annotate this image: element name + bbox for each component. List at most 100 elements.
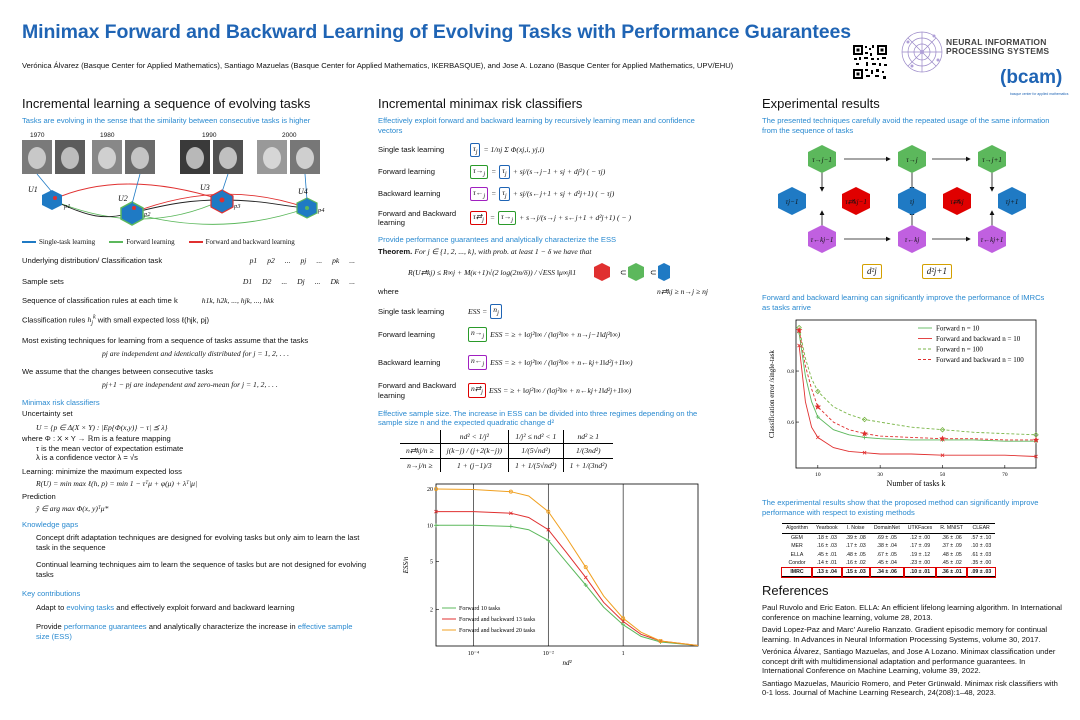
year-label: 1990	[202, 132, 217, 139]
node-label: τ←kj	[905, 236, 920, 244]
sample-item: Dk	[330, 276, 340, 286]
plot-frame	[435, 483, 699, 647]
node-label: τj+1	[1006, 198, 1019, 206]
rule-single-task: Single task learning τj= 1/nj Σ Φ(xj,i, …	[378, 142, 545, 158]
data-point	[546, 509, 551, 514]
ess-eq: ESS =	[468, 306, 488, 316]
dist-label: Underlying distribution/ Classification …	[22, 256, 163, 266]
table-header: I. Noise	[841, 523, 870, 534]
node-label: τ→j+1	[982, 156, 1002, 164]
data-point	[546, 527, 551, 532]
data-point	[583, 565, 588, 570]
series-line	[798, 330, 1036, 441]
theorem-label: Theorem.	[378, 246, 413, 256]
data-point	[814, 403, 822, 410]
update-rules: Single task learning τj= 1/nj Σ Φ(xj,i, …	[378, 139, 738, 231]
table-header: Algorithm	[782, 523, 812, 534]
sample-item: Dj	[297, 276, 305, 286]
data-point	[658, 639, 663, 644]
ess-rules: Single task learning ESS =nj Forward lea…	[378, 303, 738, 405]
x-axis-label: nd²	[562, 659, 572, 667]
dist-item: pk	[332, 256, 340, 266]
table-row: Condor.14 ± .01.16 ± .02.45 ± .04.23 ± .…	[788, 560, 992, 567]
x-tick-label: 10⁻⁴	[468, 651, 479, 657]
authors: Verónica Álvarez (Basque Center for Appl…	[22, 61, 734, 70]
regime-cell: 1/(5√nd²)	[508, 443, 564, 459]
data-point	[434, 487, 439, 492]
class-rules-row: Classification rules hjk with small expe…	[22, 313, 210, 327]
intro-text: Tasks are evolving in the sense that the…	[22, 116, 311, 126]
year-label: 1970	[30, 132, 45, 139]
rule-label: Forward learning	[378, 167, 435, 177]
reference-item: Santiago Mazuelas, Mauricio Romero, and …	[762, 678, 1058, 698]
node-label: τj	[910, 198, 915, 206]
data-point	[797, 343, 801, 348]
bcam-logo-text: bcam	[1006, 67, 1056, 88]
theorem-bound: R(U⇄kj) ≤ R∞j + M(κ+1)√(2 log(2m/δ)) / √…	[378, 260, 738, 286]
mrc-heading: Minimax risk classifiers	[22, 397, 100, 407]
table-header: R. MNIST	[936, 523, 968, 534]
diagram-legend: Single-task learning Forward learning Fo…	[22, 238, 367, 247]
rule-forward-backward: Forward and Backward learning τ⇄j=τ→j+ s…	[378, 208, 631, 228]
ess-eq: ESS = ≥ + ‖σj²‖∞ / (‖σj²‖∞ + n→j−1‖dj²‖∞…	[490, 329, 621, 339]
poster-title: Minimax Forward and Backward Learning of…	[22, 21, 851, 43]
legend-label: Forward 10 tasks	[459, 606, 501, 612]
data-point	[939, 427, 946, 433]
rule-eq: + sj/(s←j+1 + sj + d²j+1) ( − τj)	[512, 189, 615, 199]
results-table: Algorithm Yearbook I. Noise DomainNet UT…	[781, 523, 997, 578]
data-point	[862, 435, 867, 440]
chart-heading: Forward and backward learning can signif…	[762, 293, 1045, 312]
rule-forward: Forward learning τ→j=τj+ sj/(s→j−1 + sj …	[378, 164, 606, 180]
uncertainty-set-eq: U = {p ∈ Δ(X × Y) : |Ep{Φ(x,y)} − τ| ⪯ λ…	[36, 422, 168, 432]
contribution-1: Adapt to evolving tasks and effectively …	[36, 603, 367, 612]
section-heading: Incremental learning a sequence of evolv…	[22, 96, 311, 111]
data-point	[508, 489, 513, 494]
regime-cell: 1 + (j−1)/3	[439, 458, 509, 473]
where-row: where n⇄kj ≥ n→j ≥ nj	[378, 287, 738, 296]
task-label: U2	[118, 194, 128, 203]
legend-label: Forward and backward 13 tasks	[459, 617, 536, 623]
y-tick-label: 20	[427, 487, 433, 493]
uncertainty-label: Uncertainty set	[22, 409, 73, 419]
ess-eq: ESS = ≥ + ‖σj²‖∞ / (‖σj²‖∞ + n←kj+1‖d²j+…	[488, 385, 632, 395]
legend-label: Forward and backward 20 tasks	[459, 628, 536, 634]
task-hexagon	[42, 189, 62, 210]
qr-code-icon[interactable]	[852, 44, 888, 80]
prediction-label: Prediction	[22, 491, 56, 501]
theorem-text: For j ∈ {1, 2, ..., k}, with prob. at le…	[414, 246, 592, 256]
nested-sets-icon: ⊂ ⊂	[594, 263, 671, 282]
prediction-eq: ŷ ∈ arg max Φ(x, y)ᵀμ*	[36, 504, 109, 514]
point-label: p3	[233, 203, 241, 210]
legend-label: Forward and backward n = 100	[936, 356, 1024, 364]
x-tick-label: 10⁻²	[543, 651, 554, 657]
data-point	[621, 616, 626, 621]
backward-nodes	[808, 225, 1006, 254]
rule-backward: Backward learning τ←j=τj+ sj/(s←j+1 + sj…	[378, 186, 615, 202]
data-point	[861, 416, 868, 423]
rule-eq: + sj/(s→j−1 + sj + dj²) ( − τj)	[512, 167, 606, 177]
regime-cell: 1 + 1/(3nd²)	[562, 458, 613, 473]
point-label: p1	[63, 203, 71, 210]
lambda-description: λ is a confidence vector λ = √s	[36, 453, 138, 463]
year-label: 1980	[100, 132, 115, 139]
ess-inequality: n⇄kj ≥ n→j ≥ nj	[657, 287, 708, 297]
reference-item: Paul Ruvolo and Eric Eaton. ELLA: An eff…	[762, 603, 1062, 622]
d-node: d²j+1	[921, 264, 952, 280]
column-incremental-mrc: Incremental minimax risk classifiers Eff…	[378, 96, 738, 676]
task-evolution-diagram: 1970 1980 1990 2000	[22, 132, 325, 226]
ess-label: Single task learning	[378, 306, 445, 316]
section-heading: Incremental minimax risk classifiers	[378, 96, 583, 111]
gap-concept-drift: Concept drift adaptation techniques are …	[36, 533, 360, 552]
node-label: τj−1	[786, 198, 799, 206]
seq-rules-label: Sequence of classification rules at each…	[22, 296, 178, 306]
y-tick-label: 5	[430, 560, 433, 566]
bcam-logo-subtitle: basque center for applied mathematics	[1010, 92, 1069, 96]
ess-label: Forward learning	[378, 329, 435, 339]
rules-row: Sequence of classification rules at each…	[22, 296, 367, 305]
data-point	[815, 415, 820, 420]
point-label: p4	[317, 207, 325, 214]
dist-item: ...	[349, 256, 355, 266]
